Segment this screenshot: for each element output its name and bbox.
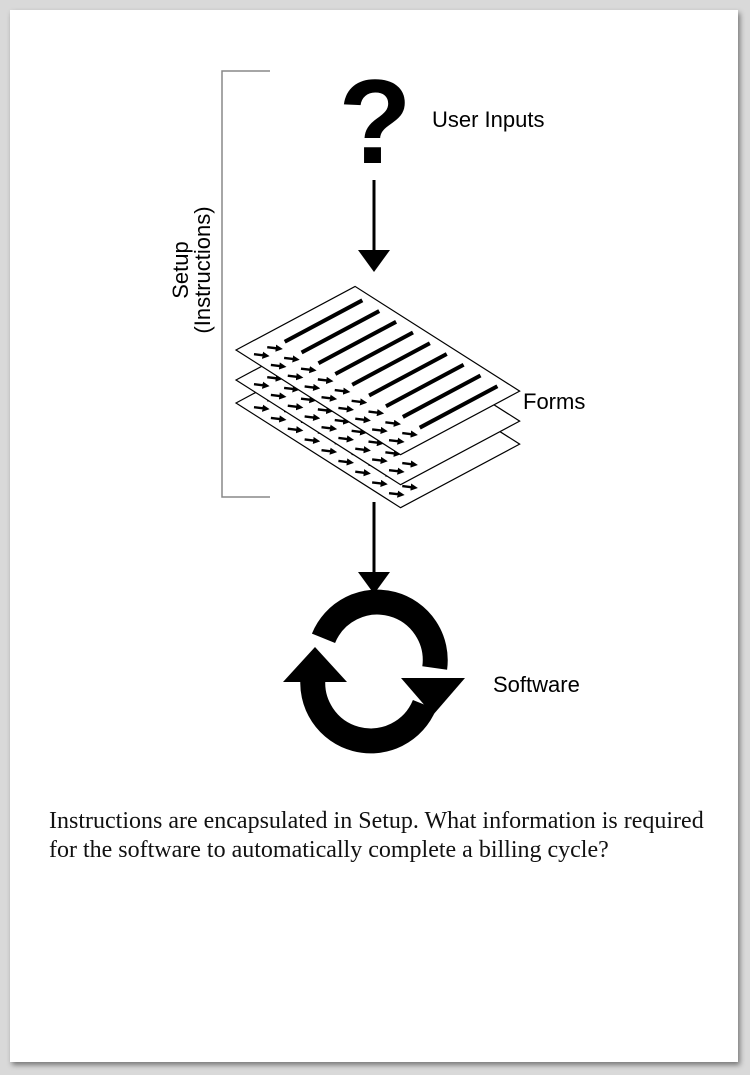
user-inputs-label: User Inputs bbox=[432, 107, 545, 132]
caption-text: Instructions are encapsulated in Setup. … bbox=[49, 808, 704, 863]
diagram-card: Setup (Instructions) ? User Inputs Forms… bbox=[10, 10, 738, 1062]
setup-sublabel: (Instructions) bbox=[190, 206, 215, 333]
refresh-cycle-icon bbox=[283, 589, 465, 754]
setup-bracket bbox=[221, 70, 270, 498]
form-sheet bbox=[234, 285, 521, 456]
arrow-down-icon bbox=[358, 502, 390, 594]
question-mark-icon: ? bbox=[338, 55, 411, 189]
setup-label: Setup bbox=[168, 241, 193, 299]
software-label: Software bbox=[493, 672, 580, 697]
arrow-down-icon bbox=[358, 180, 390, 272]
forms-stack-icon bbox=[234, 285, 521, 509]
flow-diagram: Setup (Instructions) ? User Inputs Forms… bbox=[168, 55, 585, 754]
forms-label: Forms bbox=[523, 389, 585, 414]
